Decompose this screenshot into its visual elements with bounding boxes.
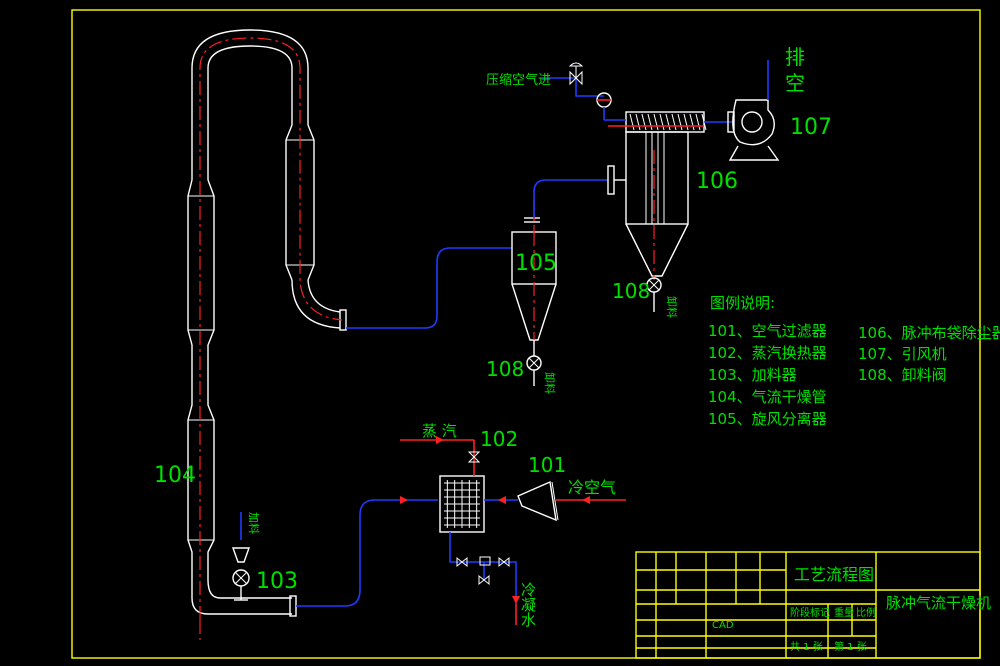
sheet-total: 共 1 张	[790, 641, 823, 653]
cad-label: CAD	[712, 620, 734, 631]
legend-item: 105、旋风分离器	[708, 410, 827, 428]
condensate-label: 冷凝水	[519, 582, 537, 627]
feed-label: 加料	[247, 512, 261, 534]
tag-107: 107	[790, 115, 832, 140]
feeder-103	[232, 512, 250, 601]
legend-item: 107、引风机	[858, 345, 947, 363]
tag-104: 104	[154, 463, 196, 488]
flow-arrow	[400, 496, 408, 504]
steam-label: 蒸 汽	[422, 422, 457, 440]
drawing-border	[71, 9, 981, 659]
tag-101: 101	[528, 453, 566, 477]
exhaust-label-2: 空	[785, 71, 805, 95]
heat-exchanger-102	[400, 436, 520, 625]
legend-item: 103、加料器	[708, 366, 797, 384]
tag-106: 106	[696, 169, 738, 194]
sheet-no: 第 1 张	[834, 640, 867, 653]
legend-item: 102、蒸汽换热器	[708, 344, 827, 362]
induced-fan-107	[704, 60, 780, 161]
hot-air-pipe	[296, 499, 438, 607]
legend-item: 106、脉冲布袋除尘器	[858, 324, 1000, 342]
weight-label: 重量	[834, 606, 854, 619]
process-title: 工艺流程图	[794, 565, 874, 584]
condensate-text: 冷凝水	[519, 582, 537, 627]
pulse-bag-filter-106	[540, 62, 707, 312]
legend-left: 101、空气过滤器 102、蒸汽换热器 103、加料器 104、气流干燥管 105、旋风…	[708, 322, 827, 428]
discharge-label-bottom: 卸料	[543, 372, 557, 394]
drying-pipe-104	[187, 29, 347, 640]
compressed-air-label: 压缩空气进	[486, 72, 551, 88]
tag-108-top: 108	[612, 279, 650, 303]
legend-right: 106、脉冲布袋除尘器 107、引风机 108、卸料阀	[858, 324, 1000, 384]
tag-102: 102	[480, 427, 518, 451]
pipe-to-bag-filter	[533, 179, 608, 218]
pipe-to-cyclone	[346, 247, 512, 329]
cold-air-label: 冷空气	[568, 478, 616, 497]
legend-title: 图例说明:	[710, 294, 775, 312]
drawing-name: 脉冲气流干燥机	[886, 594, 991, 612]
exhaust-label-1: 排	[785, 45, 805, 69]
discharge-label-top: 卸料	[665, 296, 679, 318]
legend-item: 108、卸料阀	[858, 366, 947, 384]
legend-item: 104、气流干燥管	[708, 388, 827, 406]
tag-105: 105	[515, 251, 557, 276]
tag-103: 103	[256, 569, 298, 594]
tag-108-bottom: 108	[486, 357, 524, 381]
scale-label: 比例	[856, 606, 876, 619]
stage-mark: 阶段标记	[790, 606, 830, 619]
title-block	[635, 551, 981, 659]
air-filter-101	[484, 480, 626, 522]
legend-item: 101、空气过滤器	[708, 322, 827, 340]
